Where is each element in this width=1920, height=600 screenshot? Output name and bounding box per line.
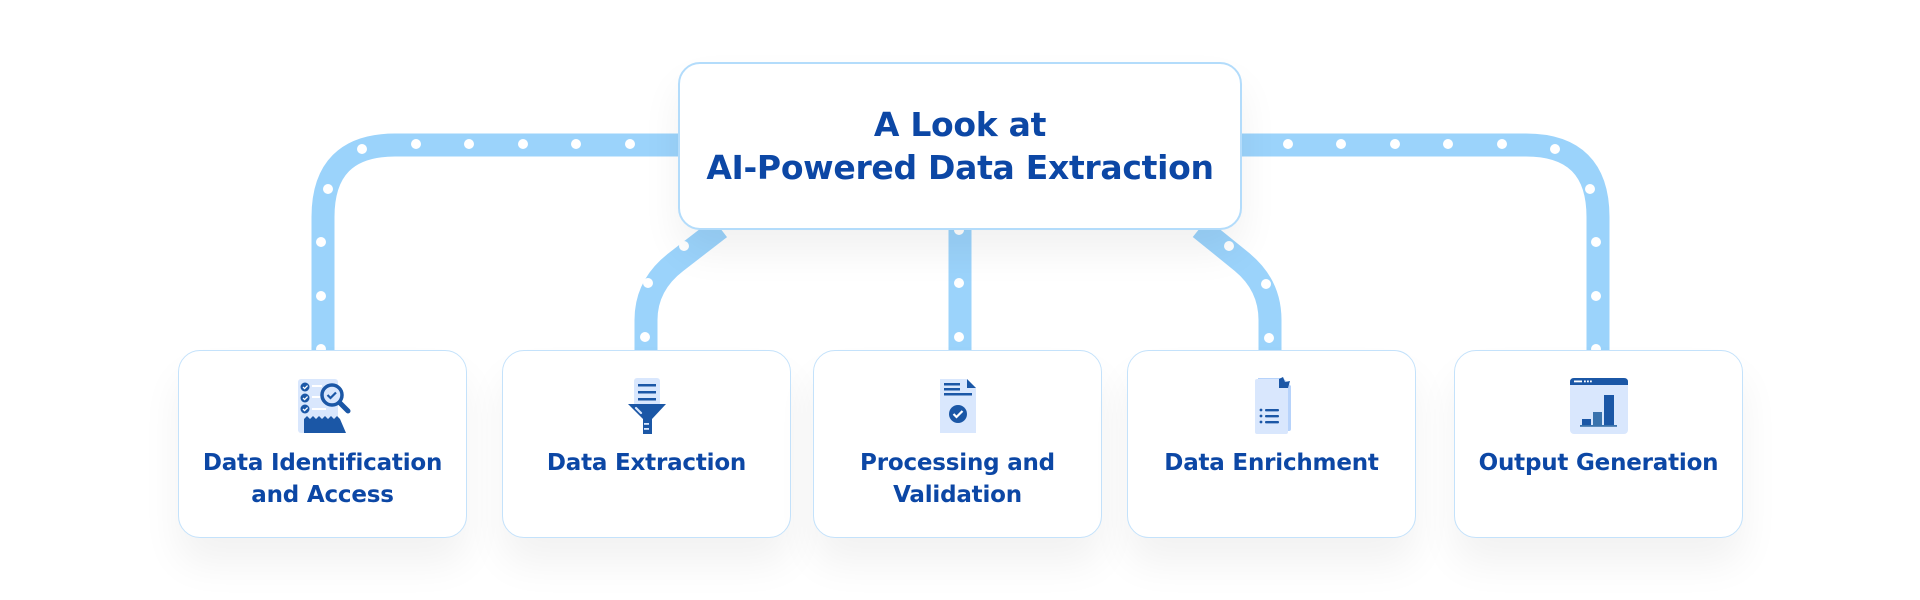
step-card-data-identification: Data Identification and Access <box>178 350 467 538</box>
checklist-magnifier-icon <box>292 377 354 435</box>
step-label-line-1: Processing and <box>860 450 1055 476</box>
step-label-line-2: Validation <box>893 482 1022 508</box>
step-card-processing-validation: Processing and Validation <box>813 350 1102 538</box>
step-label: Output Generation <box>1479 447 1719 479</box>
step-card-output-generation: Output Generation <box>1454 350 1743 538</box>
pipe-to-step-4 <box>1192 219 1282 352</box>
step-card-data-enrichment: Data Enrichment <box>1127 350 1416 538</box>
step-label-line-1: Data Identification <box>202 450 443 476</box>
title-box: A Look at AI-Powered Data Extraction <box>678 62 1242 230</box>
pipe-to-step-1 <box>311 133 690 352</box>
pipe-to-step-2 <box>634 218 728 352</box>
stacked-documents-list-icon <box>1241 377 1303 435</box>
browser-bar-chart-icon <box>1568 377 1630 435</box>
step-card-data-extraction: Data Extraction <box>502 350 791 538</box>
pipe-dots <box>316 139 1601 354</box>
title-line-1: A Look at <box>873 105 1047 144</box>
step-label: Data Extraction <box>547 447 746 479</box>
step-label-line-1: Data Extraction <box>546 450 747 476</box>
title-line-2: AI-Powered Data Extraction <box>706 148 1214 187</box>
step-label: Data Enrichment <box>1164 447 1379 479</box>
step-label-line-1: Output Generation <box>1478 450 1719 476</box>
document-check-icon <box>927 377 989 435</box>
step-label-line-1: Data Enrichment <box>1164 450 1379 476</box>
document-funnel-icon <box>616 377 678 435</box>
step-label: Processing and Validation <box>860 447 1055 511</box>
step-label-line-2: and Access <box>251 482 394 508</box>
step-label: Data Identification and Access <box>202 447 443 511</box>
pipe-to-step-5 <box>1230 133 1610 352</box>
